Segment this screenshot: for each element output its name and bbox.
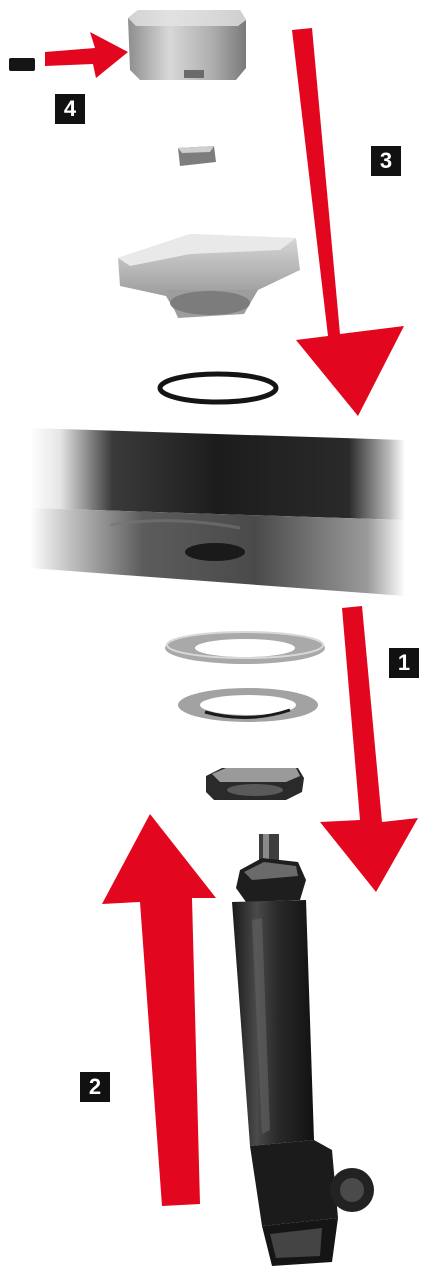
arrow-step-2	[102, 814, 216, 1206]
washer-2	[178, 688, 318, 722]
step-badge-2: 2	[80, 1072, 110, 1102]
sensor-probe	[232, 834, 374, 1266]
o-ring	[160, 374, 276, 402]
hex-nut	[206, 768, 304, 800]
step-badge-1: 1	[389, 648, 419, 678]
arrow-step-3	[292, 28, 404, 416]
small-nut	[178, 146, 216, 166]
step-badge-3: 3	[371, 146, 401, 176]
step-label-4: 4	[64, 98, 76, 120]
top-cap	[128, 10, 246, 80]
washer-1	[165, 632, 325, 664]
step-label-3: 3	[380, 150, 392, 172]
step-label-1: 1	[398, 652, 410, 674]
mounting-panel	[30, 428, 405, 596]
step-badge-4: 4	[55, 94, 85, 124]
arrow-step-4	[45, 32, 128, 78]
step-label-2: 2	[89, 1076, 101, 1098]
small-pin	[9, 58, 35, 71]
flange-bushing	[118, 234, 300, 318]
